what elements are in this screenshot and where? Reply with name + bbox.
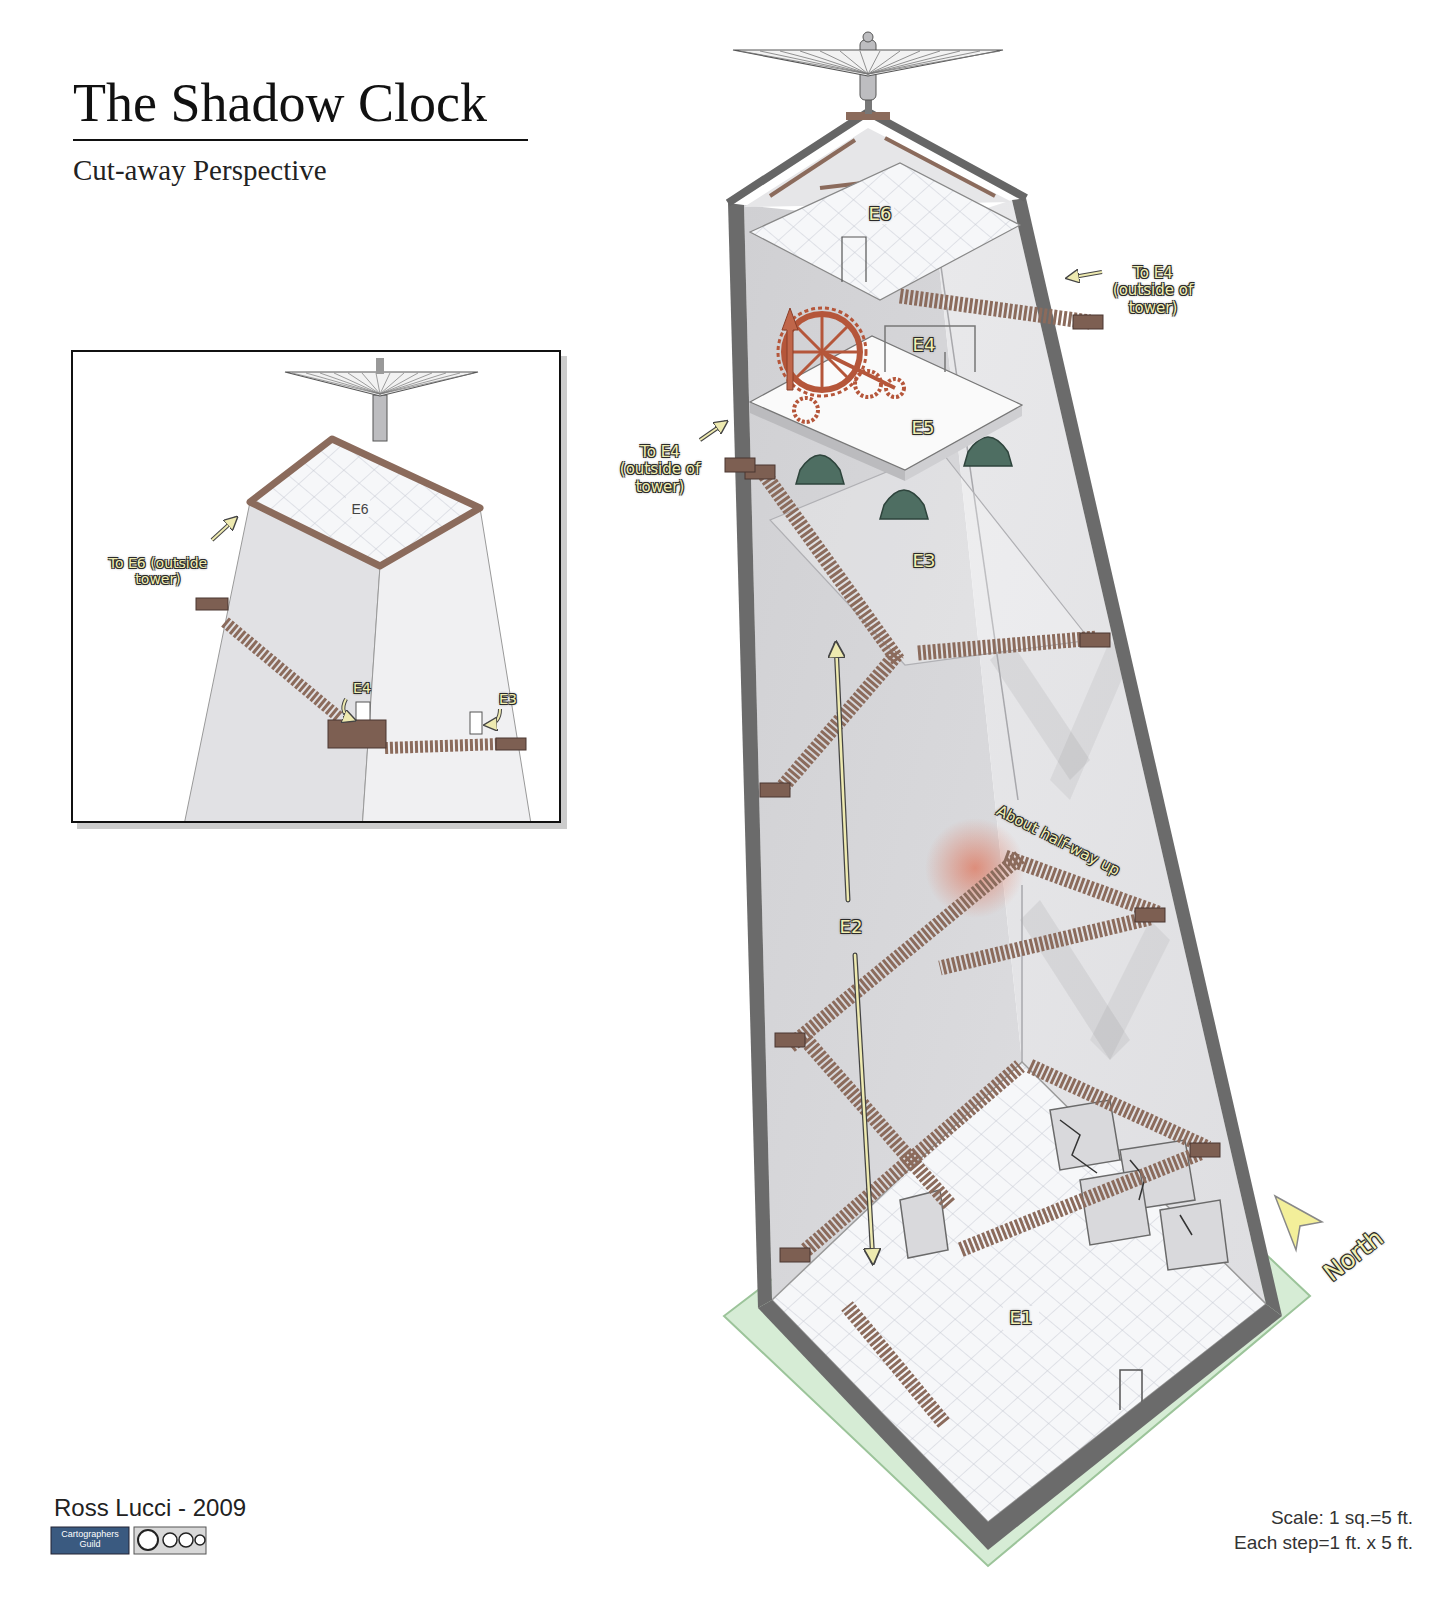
wing-feather (376, 373, 380, 394)
room-label: E3 (499, 691, 517, 707)
stair-run (900, 296, 1090, 322)
stair-note: To E6 (outside tower) (98, 555, 218, 587)
author-credit: Ross Lucci - 2009 (54, 1494, 246, 1522)
stair-run (1005, 857, 1158, 913)
wing-feather (306, 373, 380, 394)
wing-feather (292, 373, 380, 394)
stair-run (940, 918, 1150, 968)
stair-landing (196, 598, 228, 610)
wing-feather (380, 373, 474, 394)
gear-spoke (821, 316, 824, 352)
stair-run (960, 1153, 1200, 1250)
stair-run (765, 475, 898, 660)
guild-badge-text: Cartographers Guild (53, 1529, 127, 1550)
compass-label: North (1319, 1224, 1389, 1287)
room-label: E5 (912, 418, 935, 439)
stair-run (385, 744, 500, 748)
wing-feather (380, 373, 432, 394)
stair-landing (328, 720, 386, 748)
wing-feather (362, 373, 380, 394)
wing-feather (320, 373, 380, 394)
gear-spoke (822, 327, 847, 352)
map-title: The Shadow Clock (73, 72, 487, 134)
wing-feather (800, 51, 868, 74)
stair-run (225, 622, 340, 718)
room-label: E2 (840, 917, 863, 938)
stair-run (1030, 1066, 1208, 1148)
stair-note: To E4 (outside of tower) (1103, 265, 1203, 317)
gear-spoke (821, 352, 824, 388)
wing-feather (868, 51, 920, 74)
map-subtitle: Cut-away Perspective (73, 154, 327, 187)
stair-landing (775, 1033, 805, 1047)
stair-landing (1190, 1143, 1220, 1157)
wing-feather (860, 51, 868, 74)
room-label: E1 (1010, 1308, 1033, 1329)
stair-landing (496, 738, 526, 750)
wing-feather (820, 51, 868, 74)
stair-note: To E4 (outside of tower) (610, 444, 710, 496)
wing-feather (840, 51, 868, 74)
wing-feather (868, 51, 1000, 74)
wing-feather (868, 51, 940, 74)
wing-feather (334, 373, 380, 394)
wing-feather (780, 51, 868, 74)
stair-run (806, 1040, 950, 1205)
stair-landing (725, 458, 755, 472)
room-label: E6 (351, 501, 368, 517)
wing-feather (760, 51, 868, 74)
stair-landing (780, 1248, 810, 1262)
gear-spoke (797, 327, 822, 352)
wing-feather (380, 373, 446, 394)
wing-feather (868, 51, 960, 74)
stair-run (918, 638, 1097, 653)
scale-note: Scale: 1 sq.=5 ft. (1271, 1507, 1413, 1529)
stair-landing (1073, 315, 1103, 329)
room-label: E3 (913, 551, 936, 572)
wing-feather (380, 373, 460, 394)
wing-feather (348, 373, 380, 394)
room-label: E4 (913, 335, 936, 356)
scale-note: Each step=1 ft. x 5 ft. (1234, 1532, 1413, 1554)
room-label: E4 (353, 680, 371, 696)
stair-landing (1135, 908, 1165, 922)
stair-landing (1080, 633, 1110, 647)
room-label: E6 (869, 204, 892, 225)
gear-spoke (797, 352, 822, 377)
stair-run (806, 1066, 1020, 1250)
wing-feather (740, 51, 868, 74)
stair-run (847, 1306, 944, 1423)
stair-landing (760, 783, 790, 797)
wing-feather (868, 51, 980, 74)
inset-view: To E6 (outside tower) E6E4E3 (71, 350, 561, 823)
